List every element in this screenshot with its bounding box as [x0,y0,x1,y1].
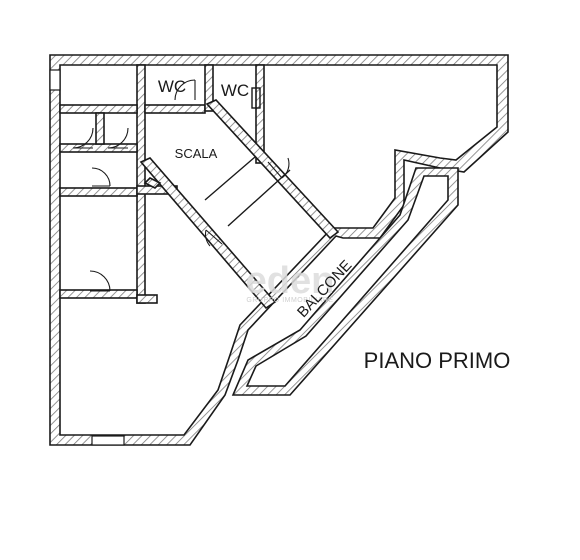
partition-wc-mid [204,64,214,112]
plan-title: PIANO PRIMO [364,348,511,373]
partition-col-right [136,64,146,304]
diagonal-wall-upper [205,99,340,240]
partition-mini [95,112,105,145]
door-stairs-lower [204,229,223,247]
door-wc-left [174,79,196,101]
door-closet-1 [72,127,94,149]
window-bottom [91,435,125,446]
diagonal-wall-stairs [143,177,162,189]
partition-wc-right [255,64,265,164]
door-main [267,157,290,179]
window-left-top [49,69,61,91]
exterior-wall [49,54,509,446]
watermark-brand: eden [246,260,335,302]
door-room-2 [89,270,111,292]
diagonal-wall-lower [139,157,277,310]
stair-landing [204,156,291,227]
partition-wc-top [144,104,206,114]
label-stairs: SCALA [175,146,218,161]
label-wc-left: WC [158,77,186,96]
door-closet-2 [107,127,129,149]
partition-row-1 [59,104,138,114]
label-wc-right: WC [221,81,249,100]
partition-row-4 [59,289,138,299]
door-wc-right [251,87,261,109]
partition-row-3 [59,187,138,197]
watermark-tagline: GRUPPO IMMOBILIARE [246,297,333,304]
partition-living-top [136,294,158,304]
door-room-1 [91,167,111,187]
balcony-parapet [231,167,459,396]
